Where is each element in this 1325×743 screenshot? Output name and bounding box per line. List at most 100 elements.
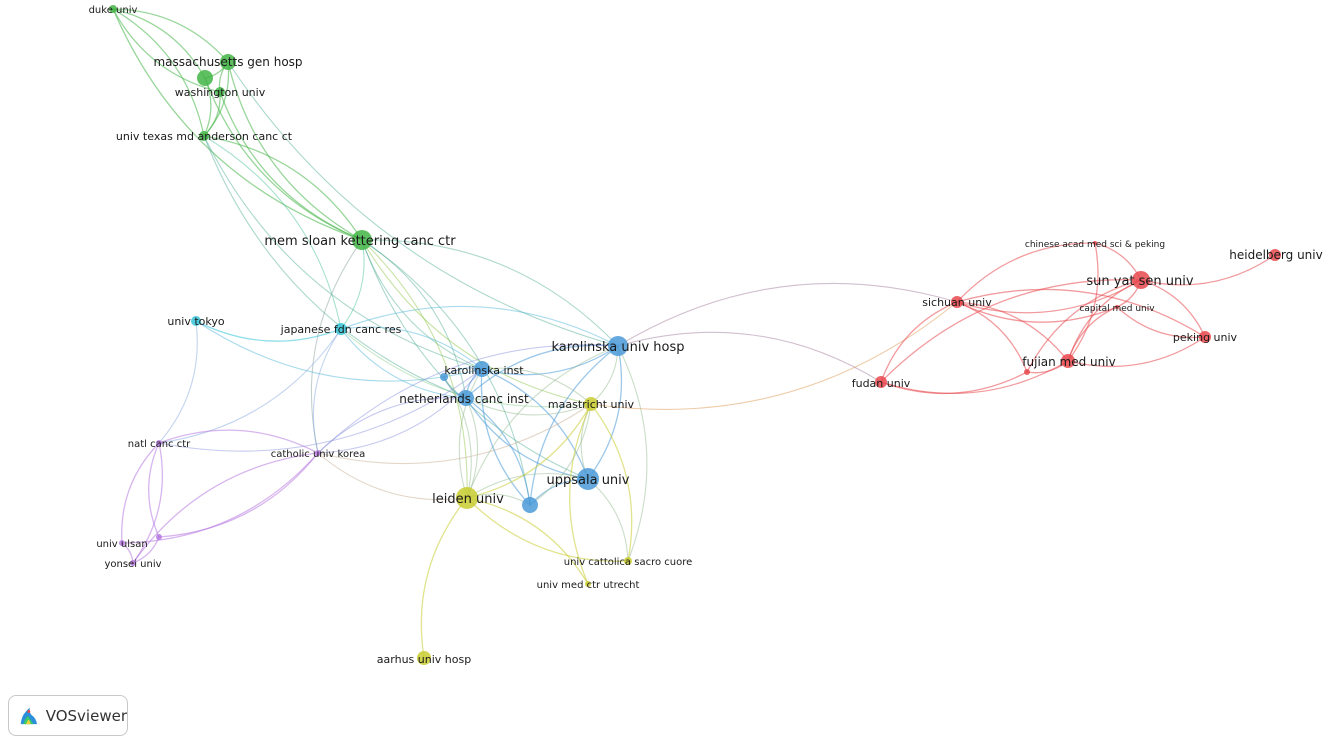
node-mskcc[interactable] bbox=[352, 230, 372, 250]
node-massgen[interactable] bbox=[220, 54, 236, 70]
link-mskcc-uppsala bbox=[361, 239, 589, 480]
node-label-duke[interactable]: duke univ bbox=[89, 5, 138, 16]
node-label-heidelberg[interactable]: heidelberg univ bbox=[1229, 248, 1322, 262]
node-label-cas_peking[interactable]: chinese acad med sci & peking bbox=[1025, 240, 1165, 250]
node-label-aarhus[interactable]: aarhus univ hosp bbox=[377, 653, 471, 666]
link-ncc-purple_unl bbox=[148, 442, 160, 538]
node-label-catholic[interactable]: catholic univ korea bbox=[271, 449, 366, 460]
node-label-jfcr[interactable]: japanese fdn canc res bbox=[280, 323, 402, 336]
link-karoinst-ncc bbox=[158, 368, 483, 452]
link-sysu-fudan bbox=[880, 279, 1142, 383]
node-yonsei[interactable] bbox=[130, 560, 136, 566]
node-label-cattolica[interactable]: univ cattolica sacro cuore bbox=[564, 557, 693, 568]
node-label-utrecht[interactable]: univ med ctr utrecht bbox=[537, 580, 640, 591]
node-label-mskcc[interactable]: mem sloan kettering canc ctr bbox=[264, 234, 456, 249]
node-jfcr[interactable] bbox=[335, 323, 347, 335]
node-maastricht[interactable] bbox=[584, 397, 598, 411]
link-duke-green_unl bbox=[112, 8, 206, 79]
node-label-yonsei[interactable]: yonsei univ bbox=[104, 559, 161, 570]
node-karohosp[interactable] bbox=[608, 336, 628, 356]
link-green_unl-mskcc bbox=[204, 77, 363, 241]
link-leiden-cattolica bbox=[466, 497, 629, 562]
link-ncc-ulsan bbox=[121, 442, 160, 544]
link-ncc-catholic bbox=[158, 429, 319, 454]
node-nki[interactable] bbox=[458, 390, 474, 406]
node-fudan[interactable] bbox=[875, 376, 887, 388]
node-label-fujian[interactable]: fujian med univ bbox=[1022, 355, 1115, 369]
link-sichuan-red_unl bbox=[956, 301, 1028, 373]
link-leiden-utrecht bbox=[466, 497, 589, 585]
node-blue_small[interactable] bbox=[440, 373, 448, 381]
node-sysu[interactable] bbox=[1132, 271, 1150, 289]
link-duke-mskcc bbox=[112, 8, 363, 241]
link-leiden-blue_small bbox=[443, 376, 472, 499]
link-sichuan-fujian bbox=[956, 301, 1069, 362]
link-jfcr-ncc bbox=[158, 328, 342, 444]
link-karohosp-leiden bbox=[466, 345, 619, 499]
node-label-capital[interactable]: capital med univ bbox=[1079, 304, 1155, 314]
link-tokyo-ncc bbox=[158, 320, 198, 444]
link-catholic-purple_unl bbox=[158, 452, 319, 538]
node-label-nki[interactable]: netherlands canc inst bbox=[399, 392, 529, 406]
vosviewer-logo-badge[interactable]: VOSviewer bbox=[8, 695, 128, 736]
node-cattolica[interactable] bbox=[624, 557, 632, 565]
node-uppsala[interactable] bbox=[577, 468, 599, 490]
node-tokyo[interactable] bbox=[191, 316, 201, 326]
node-blue_unl[interactable] bbox=[522, 497, 538, 513]
link-sysu-peking bbox=[1140, 279, 1206, 338]
link-layer bbox=[112, 8, 1276, 659]
node-label-mdanderson[interactable]: univ texas md anderson canc ct bbox=[116, 130, 293, 143]
link-nki-catholic bbox=[317, 397, 467, 454]
node-utrecht[interactable] bbox=[585, 581, 591, 587]
node-label-leiden[interactable]: leiden univ bbox=[432, 492, 504, 507]
node-purple_unl[interactable] bbox=[156, 534, 162, 540]
link-tokyo-jfcr bbox=[195, 320, 342, 342]
node-washu[interactable] bbox=[215, 87, 225, 97]
link-jfcr-nki bbox=[340, 328, 467, 399]
node-label-maastricht[interactable]: maastricht univ bbox=[548, 398, 635, 411]
link-massgen-mskcc bbox=[227, 61, 363, 241]
node-aarhus[interactable] bbox=[417, 651, 431, 665]
node-label-karohosp[interactable]: karolinska univ hosp bbox=[551, 340, 684, 355]
node-heidelberg[interactable] bbox=[1269, 249, 1281, 261]
node-label-uppsala[interactable]: uppsala univ bbox=[547, 473, 630, 488]
node-fujian[interactable] bbox=[1061, 354, 1075, 368]
link-peking-capital bbox=[1116, 306, 1206, 339]
node-ncc[interactable] bbox=[156, 440, 162, 446]
node-red_unl[interactable] bbox=[1024, 369, 1030, 375]
node-label-karoinst[interactable]: karolinska inst bbox=[444, 364, 524, 377]
node-peking[interactable] bbox=[1199, 331, 1211, 343]
link-cas_peking-fujian bbox=[1067, 242, 1099, 362]
node-label-sysu[interactable]: sun yat sen univ bbox=[1086, 274, 1194, 289]
node-catholic[interactable] bbox=[315, 450, 321, 456]
node-karoinst[interactable] bbox=[474, 361, 490, 377]
node-label-sichuan[interactable]: sichuan univ bbox=[922, 296, 992, 309]
node-label-washu[interactable]: washington univ bbox=[175, 86, 266, 99]
node-label-massgen[interactable]: massachusetts gen hosp bbox=[153, 55, 302, 69]
node-cas_peking[interactable] bbox=[1093, 241, 1097, 245]
vosviewer-brand-label: VOSviewer bbox=[45, 706, 127, 725]
node-green_unl[interactable] bbox=[197, 70, 213, 86]
link-catholic-yonsei bbox=[132, 452, 319, 564]
node-capital[interactable] bbox=[1115, 305, 1119, 309]
node-duke[interactable] bbox=[109, 5, 117, 13]
link-fudan-red_unl bbox=[880, 371, 1028, 395]
link-maastricht-blue_unl bbox=[529, 403, 592, 506]
node-label-fudan[interactable]: fudan univ bbox=[852, 377, 911, 390]
link-mdanderson-karoinst bbox=[203, 135, 483, 370]
node-label-peking[interactable]: peking univ bbox=[1173, 331, 1238, 344]
link-karohosp-uppsala bbox=[587, 345, 623, 480]
link-karoinst-uppsala bbox=[481, 368, 589, 480]
node-sichuan[interactable] bbox=[951, 296, 963, 308]
node-label-ulsan[interactable]: univ ulsan bbox=[96, 539, 147, 550]
link-leiden-aarhus bbox=[420, 497, 468, 659]
node-mdanderson[interactable] bbox=[199, 131, 209, 141]
link-maastricht-cattolica bbox=[590, 403, 633, 562]
node-label-tokyo[interactable]: univ tokyo bbox=[167, 315, 225, 328]
node-ulsan[interactable] bbox=[119, 540, 125, 546]
link-mdanderson-mskcc bbox=[203, 135, 363, 241]
node-leiden[interactable] bbox=[456, 487, 478, 509]
node-label-ncc[interactable]: natl canc ctr bbox=[128, 439, 191, 450]
link-mskcc-maastricht bbox=[361, 239, 592, 405]
